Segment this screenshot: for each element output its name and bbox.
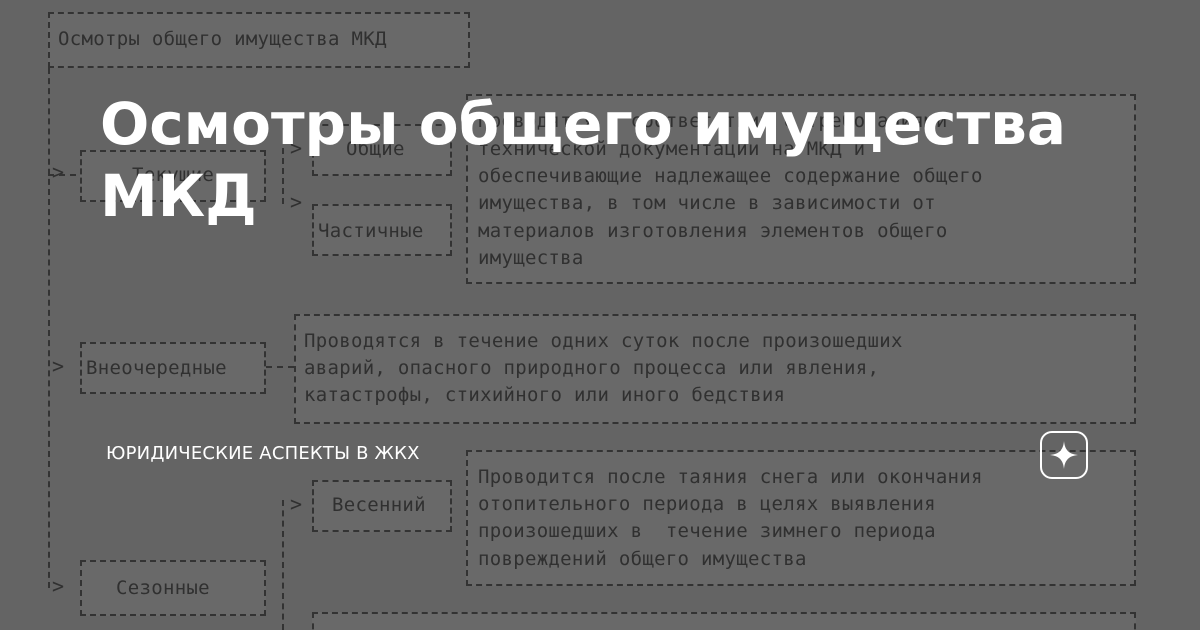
spring-box: [312, 480, 452, 532]
general-box: [312, 124, 452, 176]
bottom-partial-box: [312, 612, 1136, 630]
current-description-line: обеспечивающие надлежащее содержание общ…: [478, 165, 983, 187]
zen-star-icon: [1040, 431, 1088, 479]
diagram-header-box: [48, 12, 470, 68]
zen-star-icon-shape: [1050, 441, 1078, 469]
extraordinary-label: Внеочередные: [86, 357, 227, 379]
arrow-seasonal: >: [52, 574, 65, 598]
extraordinary-description-line: Проводятся в течение одних суток после п…: [304, 330, 903, 352]
current-box: [80, 150, 266, 202]
spring-description-box: [466, 450, 1136, 586]
channel-name[interactable]: ЮРИДИЧЕСКИЕ АСПЕКТЫ В ЖКХ: [106, 443, 420, 464]
partial-label: Частичные: [318, 220, 424, 242]
extraordinary-description-line: аварий, опасного природного процесса или…: [304, 357, 880, 379]
extraordinary-box: [80, 342, 266, 394]
seasonal-box: [80, 560, 266, 616]
current-description-line: имущества: [478, 247, 584, 269]
spring-description-line: произошедших в течение зимнего периода: [478, 520, 936, 542]
current-description-line: материалов изготовления элементов общего: [478, 220, 948, 242]
diagram-header: Осмотры общего имущества МКД: [58, 28, 387, 50]
spring-description-line: Проводится после таяния снега или оконча…: [478, 466, 983, 488]
seasonal-label: Сезонные: [116, 577, 210, 599]
partial-box: [312, 204, 452, 256]
current-description-line: технической документации на МКД и: [478, 138, 866, 160]
current-description-line: Проводятся в соответствии с требованиями: [478, 110, 948, 132]
spring-description-line: отопительного периода в целях выявления: [478, 493, 936, 515]
card-title[interactable]: Осмотры общего имущества МКД: [100, 90, 1067, 230]
arrow-current: >: [52, 160, 65, 184]
spring-label: Весенний: [332, 494, 426, 516]
extraordinary-description-box: [294, 314, 1136, 424]
extraordinary-description-line: катастрофы, стихийного или иного бедстви…: [304, 384, 786, 406]
general-label: Общие: [346, 138, 405, 160]
arrow-extraordinary: >: [52, 354, 65, 378]
spring-description-line: повреждений общего имущества: [478, 548, 807, 570]
current-description-line: имущества, в том числе в зависимости от: [478, 192, 936, 214]
main-connector: [48, 68, 50, 588]
current-description-box: [466, 94, 1136, 284]
current-label: Текущие: [132, 164, 215, 186]
